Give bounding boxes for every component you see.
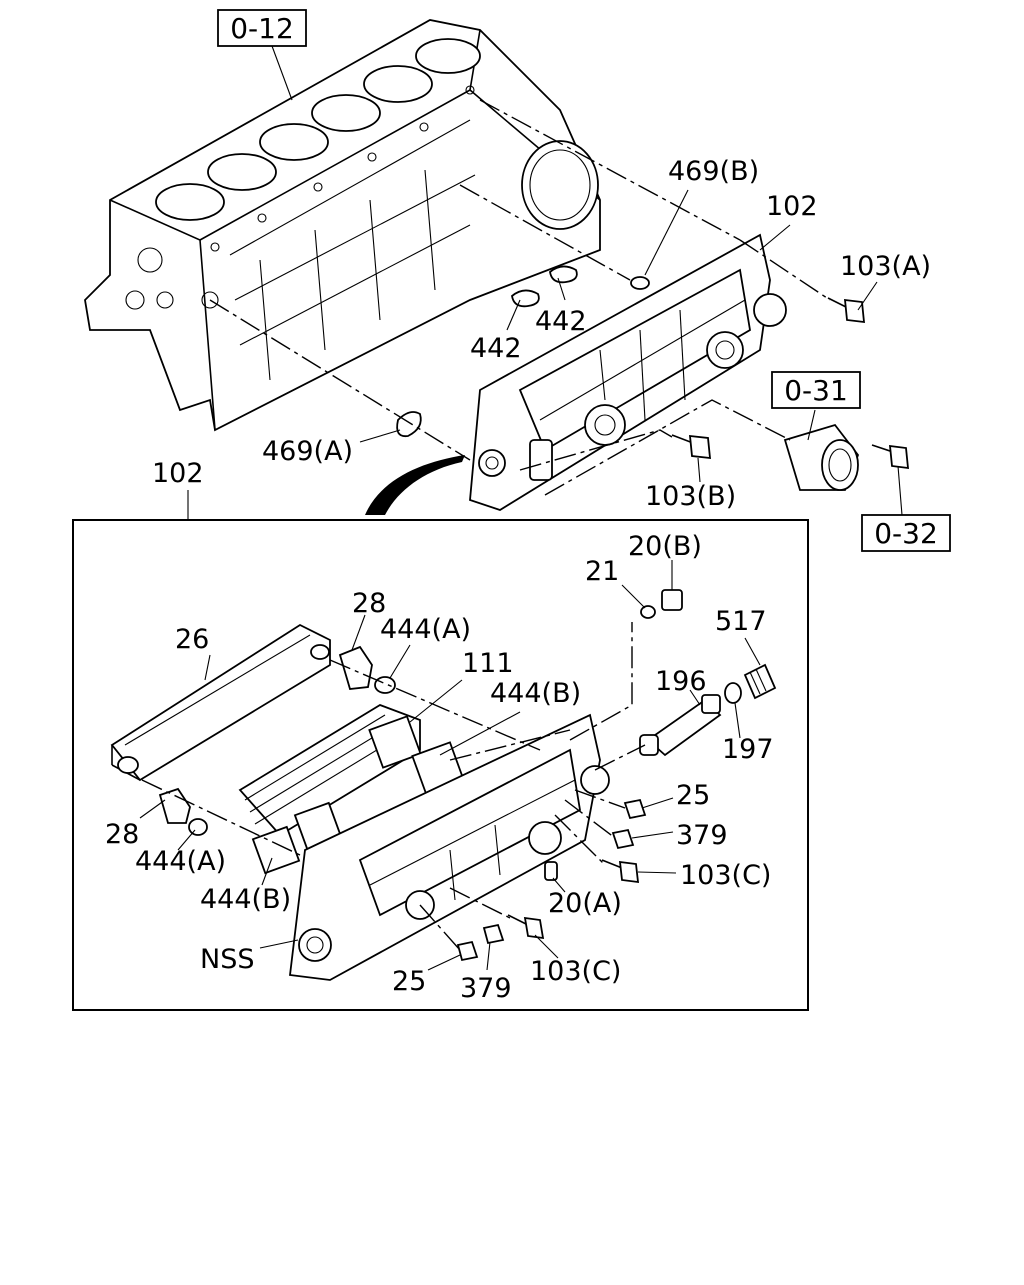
label-103b: 103(B): [645, 481, 736, 512]
nut-379-bottom-drawing: [482, 923, 505, 945]
label-444b-bottom: 444(B): [200, 884, 291, 915]
label-469a: 469(A): [262, 436, 353, 467]
gasket-442-right-drawing: [549, 265, 578, 284]
label-111: 111: [462, 648, 514, 679]
o-ring-197-drawing: [724, 682, 742, 704]
label-28-bottom: 28: [105, 819, 139, 850]
detail-arrow: [365, 455, 465, 515]
label-21: 21: [585, 556, 619, 587]
plug-517-drawing: [743, 663, 777, 700]
label-102-top: 102: [766, 191, 818, 222]
nut-25-bottom-drawing: [456, 940, 479, 962]
gasket-444b-left-drawing: [368, 715, 422, 769]
oil-cooler-assembly-drawing: [469, 233, 787, 511]
ref-box-0-31: [771, 371, 861, 409]
o-ring-444a-bottom-drawing: [188, 818, 208, 836]
gasket-28-top-drawing: [338, 645, 373, 690]
leader-lines-top: [187, 45, 903, 520]
ref-label-0-32: 0-32: [874, 517, 938, 550]
ref-label-0-31: 0-31: [784, 374, 848, 407]
label-20a: 20(A): [548, 888, 622, 919]
bolt-103b-drawing: [671, 434, 712, 460]
label-25-right: 25: [676, 780, 710, 811]
alignment-lines-detail: [141, 622, 646, 951]
label-444a-bottom: 444(A): [135, 846, 226, 877]
label-103c-right: 103(C): [680, 860, 771, 891]
label-469b: 469(B): [668, 156, 759, 187]
plug-20b-drawing: [661, 589, 683, 611]
gasket-442-left-drawing: [511, 289, 540, 308]
o-ring-21-drawing: [640, 605, 656, 619]
gasket-28-bottom-drawing: [158, 787, 191, 824]
label-nss: NSS: [200, 944, 254, 975]
label-379-right: 379: [676, 820, 728, 851]
label-444b-top: 444(B): [490, 678, 581, 709]
label-197: 197: [722, 734, 774, 765]
engine-block-drawing: [84, 19, 601, 432]
bolt-103c-right-drawing: [601, 859, 640, 884]
cooler-element-26-drawing: [110, 623, 331, 782]
label-196: 196: [655, 666, 707, 697]
label-103a: 103(A): [840, 251, 931, 282]
leader-lines-detail: [139, 560, 761, 971]
gasket-444b-bottom-left-drawing: [251, 825, 301, 875]
bolt-103a-drawing: [827, 297, 866, 324]
label-20b: 20(B): [628, 531, 702, 562]
ref-box-0-12: [217, 9, 307, 47]
label-25-bottom: 25: [392, 966, 426, 997]
nut-379-right-drawing: [611, 828, 635, 850]
label-26: 26: [175, 624, 209, 655]
alignment-lines-top: [209, 99, 831, 496]
detail-box-frame: [72, 519, 809, 1011]
bolt-right-drawing: [871, 444, 910, 470]
ref-label-0-12: 0-12: [230, 12, 294, 45]
plug-20a-drawing: [544, 861, 558, 881]
o-ring-469a-drawing: [396, 411, 422, 438]
label-379-bottom: 379: [460, 973, 512, 1004]
label-517: 517: [715, 606, 767, 637]
valve-196-drawing: [639, 694, 722, 757]
ref-box-0-32: [861, 514, 951, 552]
thermostat-housing-drawing: [783, 423, 860, 491]
nut-25-right-drawing: [623, 798, 647, 820]
bolt-103c-bottom-drawing: [507, 914, 545, 940]
o-ring-469b-drawing: [630, 276, 650, 290]
label-442-right: 442: [535, 306, 587, 337]
cooler-body-nss-drawing: [288, 713, 610, 981]
label-103c-bottom: 103(C): [530, 956, 621, 987]
label-442-left: 442: [470, 333, 522, 364]
label-28-top: 28: [352, 588, 386, 619]
label-444a-top: 444(A): [380, 614, 471, 645]
label-102-box: 102: [152, 458, 204, 489]
o-ring-444a-top-drawing: [374, 676, 396, 694]
